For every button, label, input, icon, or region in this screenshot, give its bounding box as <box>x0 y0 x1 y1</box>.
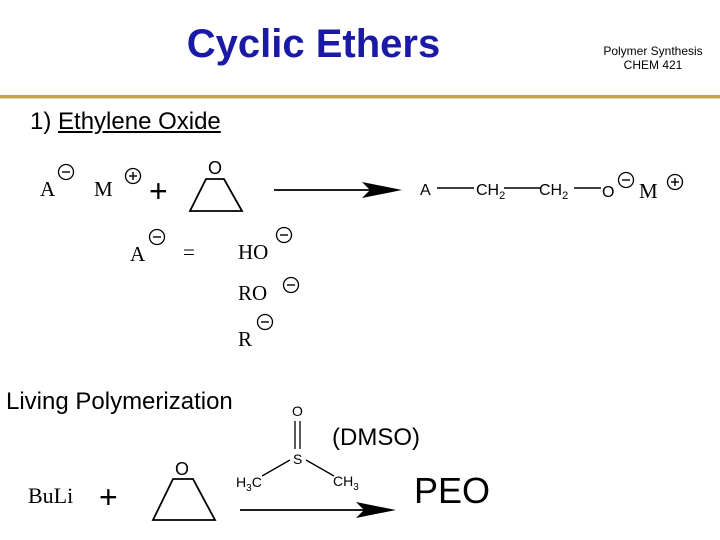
solvent-label: (DMSO) <box>332 424 420 451</box>
minus-charge-icon <box>275 226 293 244</box>
dmso-oxygen: O <box>292 403 303 419</box>
section-heading: 1) Ethylene Oxide <box>30 108 221 136</box>
plus-sign: + <box>149 173 168 209</box>
course-line-2: CHEM 421 <box>623 58 683 72</box>
minus-charge-icon <box>617 171 635 189</box>
section-number: 1) <box>30 108 52 135</box>
initiator-label: BuLi <box>28 483 73 508</box>
product-label: PEO <box>414 470 491 511</box>
epoxide-ring-icon <box>188 178 244 212</box>
anion-symbol: A <box>40 177 56 201</box>
minus-charge-icon <box>256 313 274 331</box>
product-cation: M <box>639 179 658 203</box>
definition-item-ho: HO <box>238 240 268 264</box>
definition-anion: A <box>130 242 146 266</box>
dmso-left-methyl: H3C <box>236 474 262 494</box>
slide-title: Cyclic Ethers <box>186 22 441 66</box>
minus-charge-icon <box>282 276 300 294</box>
epoxide-oxygen: O <box>175 459 189 479</box>
bond-line <box>305 459 335 477</box>
plus-sign: + <box>99 479 118 515</box>
product-ch2-2: CH2 <box>539 182 568 202</box>
reaction-arrow-icon <box>240 502 396 518</box>
anion-definitions: A = HO RO R <box>130 226 300 351</box>
dmso-structure: O S H3C CH3 <box>236 403 359 494</box>
scheme-2: BuLi + O <box>28 459 396 521</box>
product-oxygen: O <box>602 184 614 201</box>
title-divider <box>0 95 720 98</box>
epoxide-oxygen: O <box>208 158 222 178</box>
cation-symbol: M <box>94 177 113 201</box>
living-polymerization-label: Living Polymerization <box>6 388 233 415</box>
plus-charge-icon <box>124 167 142 185</box>
minus-charge-icon <box>148 228 166 246</box>
epoxide-ring-icon <box>151 478 217 521</box>
definition-item-r: R <box>238 327 252 351</box>
plus-charge-icon <box>666 173 684 191</box>
bond-line <box>261 459 291 477</box>
definition-item-ro: RO <box>238 281 267 305</box>
title-divider-shadow <box>0 98 720 99</box>
minus-charge-icon <box>57 163 75 181</box>
course-line-1: Polymer Synthesis <box>603 44 703 58</box>
dmso-right-methyl: CH3 <box>333 473 359 493</box>
dmso-sulfur: S <box>293 451 302 467</box>
reaction-arrow-icon <box>274 182 402 198</box>
scheme-1: A M + O A CH2 CH2 O M <box>40 158 684 212</box>
product-anion: A <box>420 182 431 199</box>
section-title: Ethylene Oxide <box>58 108 221 135</box>
course-label: Polymer Synthesis CHEM 421 <box>588 44 718 72</box>
equals-sign: = <box>183 240 195 264</box>
product-ch2-1: CH2 <box>476 182 505 202</box>
